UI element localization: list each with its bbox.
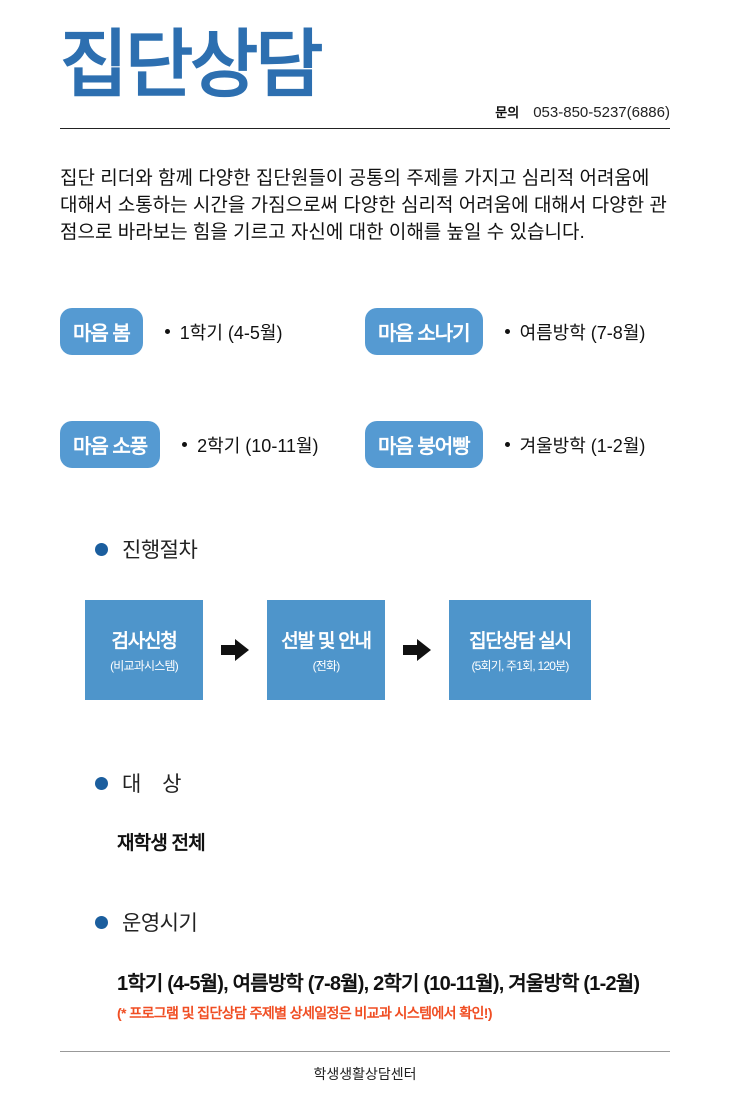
flow-step-selection: 선발 및 안내 (전화) — [267, 600, 385, 701]
arrow-right-icon — [221, 639, 249, 662]
program-period: 겨울방학 (1-2월) — [504, 432, 646, 458]
footer-text: 학생생활상담센터 — [313, 1066, 417, 1082]
schedule-note: (* 프로그램 및 집단상담 주제별 상세일정은 비교과 시스템에서 확인!) — [117, 1005, 493, 1022]
target-value: 재학생 전체 — [117, 833, 206, 855]
program-item-spring: 마음 봄 1학기 (4-5월) — [60, 308, 365, 356]
program-item-fall: 마음 소풍 2학기 (10-11월) — [60, 421, 365, 469]
program-period-label: 여름방학 (7-8월) — [519, 322, 646, 343]
section-heading: 운영시기 — [95, 907, 670, 937]
page-footer: 학생생활상담센터 — [60, 1051, 670, 1084]
section-procedure: 진행절차 검사신청 (비교과시스템) 선발 및 안내 (전화) 집단상담 실시 … — [60, 534, 670, 701]
header-divider — [60, 128, 670, 129]
program-period-label: 겨울방학 (1-2월) — [519, 435, 646, 456]
intro-paragraph: 집단 리더와 함께 다양한 집단원들이 공통의 주제를 가지고 심리적 어려움에… — [60, 168, 667, 244]
program-badge: 마음 소풍 — [60, 421, 161, 469]
contact-phone: 053-850-5237(6886) — [533, 104, 670, 121]
flow-step-apply: 검사신청 (비교과시스템) — [85, 600, 203, 701]
section-bullet-icon — [95, 915, 108, 929]
contact-row: 문의 053-850-5237(6886) — [60, 102, 670, 121]
contact-label: 문의 — [495, 105, 520, 120]
flow-step-title: 검사신청 — [111, 631, 177, 653]
flow-step-counseling: 집단상담 실시 (5회기, 주1회, 120분) — [449, 600, 591, 701]
section-heading: 대 상 — [95, 768, 670, 798]
section-bullet-icon — [95, 776, 108, 790]
section-heading: 진행절차 — [95, 534, 670, 564]
bullet-icon — [504, 329, 510, 335]
bullet-icon — [504, 442, 510, 448]
program-badge: 마음 봄 — [60, 308, 143, 356]
program-badge: 마음 소나기 — [365, 308, 483, 356]
program-period-label: 1학기 (4-5월) — [179, 322, 283, 343]
arrow-right-icon — [403, 639, 431, 662]
program-grid: 마음 봄 1학기 (4-5월) 마음 소나기 여름방학 (7-8월) 마음 소풍… — [60, 308, 670, 469]
page-title: 집단상담 — [60, 23, 323, 106]
program-badge: 마음 붕어빵 — [365, 421, 483, 469]
flow-step-subtitle: (전화) — [312, 659, 341, 674]
section-bullet-icon — [95, 542, 108, 556]
section-heading-label: 대 상 — [122, 773, 181, 797]
flow-step-subtitle: (비교과시스템) — [110, 659, 179, 674]
section-target: 대 상 재학생 전체 — [60, 768, 670, 855]
section-schedule: 운영시기 1학기 (4-5월), 여름방학 (7-8월), 2학기 (10-11… — [60, 907, 670, 1023]
flow-step-subtitle: (5회기, 주1회, 120분) — [471, 659, 569, 674]
program-item-summer: 마음 소나기 여름방학 (7-8월) — [365, 308, 670, 356]
footer-divider — [60, 1051, 670, 1052]
section-heading-label: 진행절차 — [122, 539, 198, 563]
program-item-winter: 마음 붕어빵 겨울방학 (1-2월) — [365, 421, 670, 469]
schedule-value: 1학기 (4-5월), 여름방학 (7-8월), 2학기 (10-11월), 겨… — [117, 973, 640, 996]
section-heading-label: 운영시기 — [122, 912, 198, 936]
flow-step-title: 집단상담 실시 — [469, 631, 572, 653]
procedure-flow: 검사신청 (비교과시스템) 선발 및 안내 (전화) 집단상담 실시 (5회기,… — [85, 600, 670, 701]
flow-step-title: 선발 및 안내 — [281, 631, 372, 653]
bullet-icon — [182, 442, 188, 448]
program-period: 1학기 (4-5월) — [164, 319, 283, 345]
program-period: 여름방학 (7-8월) — [504, 319, 646, 345]
bullet-icon — [164, 329, 170, 335]
program-period-label: 2학기 (10-11월) — [197, 435, 319, 456]
program-period: 2학기 (10-11월) — [182, 432, 319, 458]
